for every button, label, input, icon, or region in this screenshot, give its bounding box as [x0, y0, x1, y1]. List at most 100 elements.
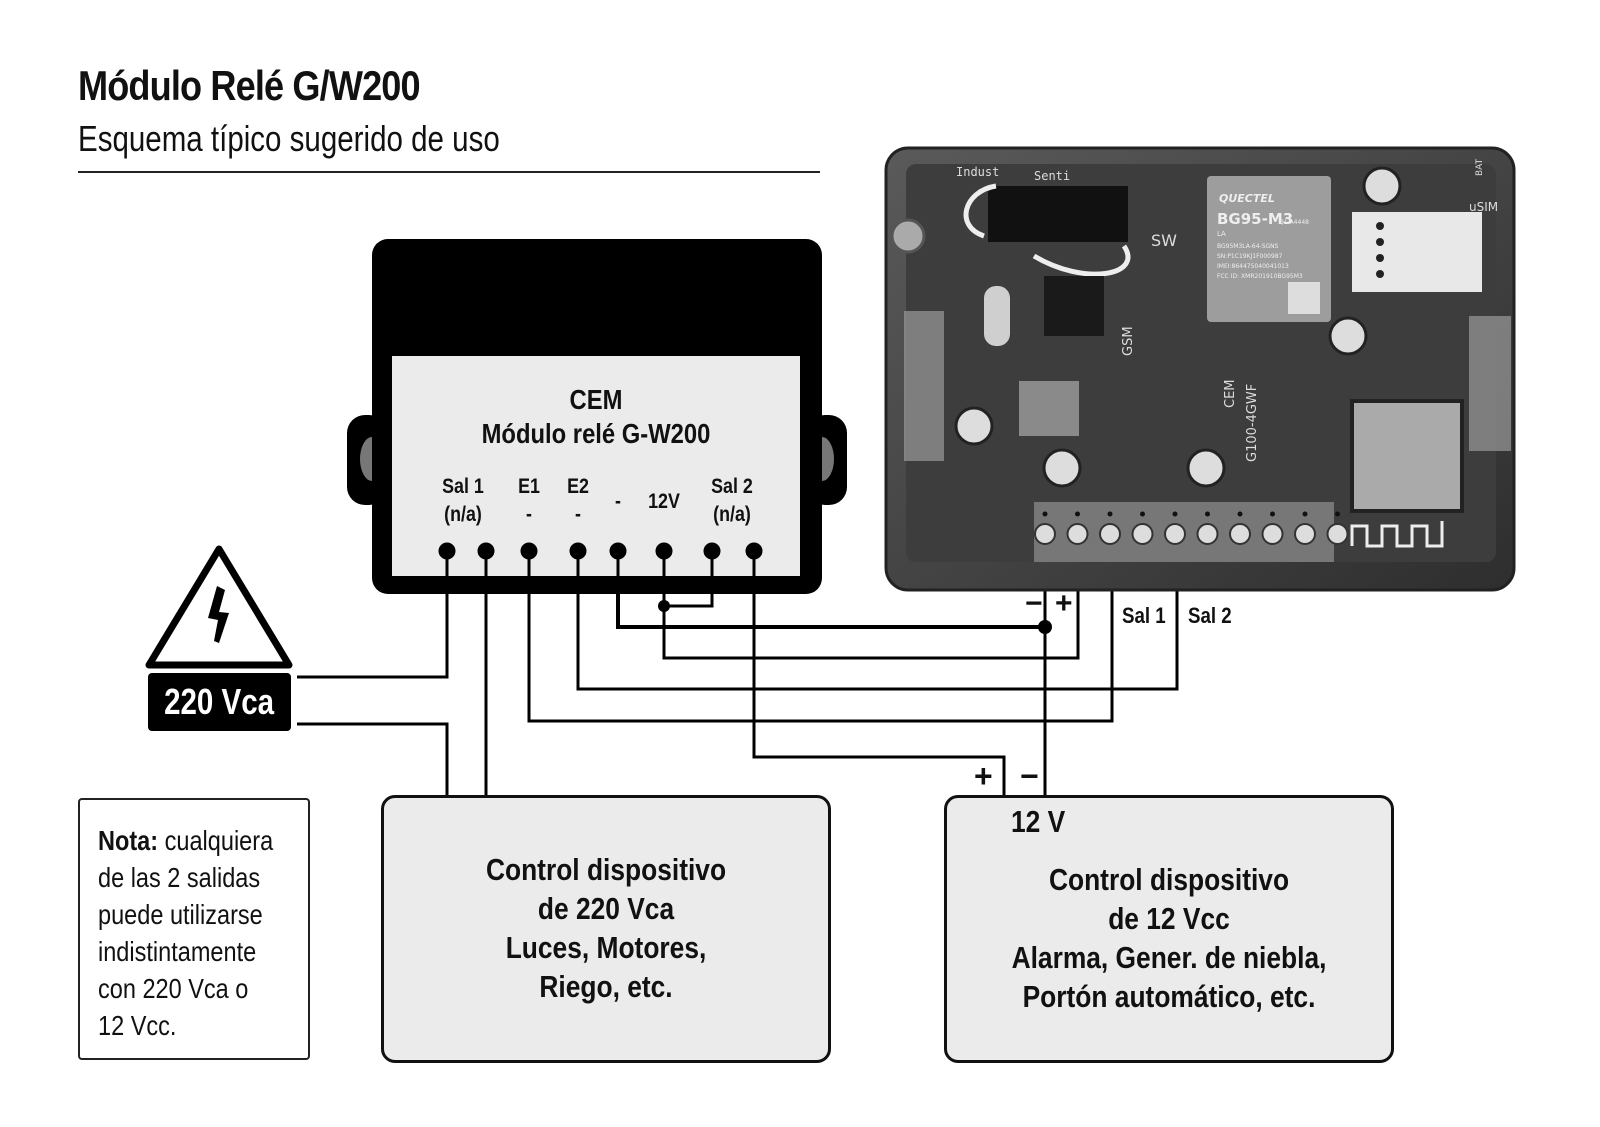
board-sal2-label: Sal 2 — [1188, 603, 1232, 628]
relay-mount-hole-left — [360, 437, 372, 481]
case-clip-right — [1469, 316, 1511, 451]
wire-12v-bridge-sal2 — [664, 594, 714, 608]
terminal-screw — [1066, 523, 1089, 545]
board-minus-sign: − — [1025, 587, 1043, 620]
terminal-marker-dot — [1205, 511, 1210, 517]
modem-code: Q1-A4448 — [1279, 219, 1309, 226]
qr-code-icon — [1288, 282, 1320, 314]
junction-dot-gnd — [1038, 620, 1052, 634]
terminal-screw — [1294, 523, 1316, 545]
wire-sal2-to-device12-plus — [752, 594, 1006, 795]
wire-e2-to-board-sal2 — [576, 548, 1179, 691]
modem-part: BG95M3LA-64-SGNS — [1217, 243, 1279, 250]
terminal-screw — [1034, 523, 1056, 545]
supply-12v-label: 12 V — [1011, 804, 1066, 839]
page-subtitle: Esquema típico sugerido de uso — [78, 118, 500, 159]
note-box: Nota: cualquiera de las 2 salidas puede … — [78, 798, 310, 1060]
pcb-antenna-icon — [1350, 521, 1444, 548]
terminal-screw — [1131, 523, 1154, 545]
wifi-module — [1350, 399, 1464, 513]
terminal-screw — [1164, 523, 1186, 545]
capacitor — [1042, 448, 1082, 488]
terminal-label-e1: E1 - — [518, 475, 540, 526]
silk-indust: Indust — [956, 165, 999, 179]
silk-cem: CEM — [1223, 379, 1238, 408]
terminal-screw — [1196, 523, 1219, 545]
wire-gnd-to-board-minus — [616, 594, 1045, 629]
silk-senti: Senti — [1034, 169, 1070, 183]
wire-220-to-device — [297, 722, 449, 795]
modem-imei: IMEI:864475040041013 — [1217, 263, 1289, 270]
capacitor — [954, 406, 994, 446]
silk-sw: SW — [1151, 231, 1177, 250]
relay-module — [347, 239, 847, 594]
terminal-label-e2: E2 - — [567, 475, 589, 526]
terminal-marker-dot — [1335, 511, 1340, 517]
terminal-marker-dot — [1075, 511, 1080, 517]
modem-fcc: FCC ID: XMR201910BG95M3 — [1217, 273, 1303, 280]
pin-sal1-a — [438, 542, 456, 576]
terminal-marker-dot — [1172, 511, 1178, 517]
terminal-label-sal2: Sal 2 (n/a) — [711, 475, 753, 526]
terminal-screw — [1261, 523, 1284, 545]
voltage-220-badge: 220 Vca — [148, 673, 291, 731]
capacitor — [1186, 448, 1226, 488]
capacitor — [1362, 166, 1402, 206]
terminal-screw — [1326, 523, 1349, 545]
crystal — [984, 286, 1010, 346]
relay-pins — [438, 542, 763, 576]
modem-sn: SN:P1C19KJ1F000987 — [1217, 253, 1283, 260]
relay-model: Módulo relé G-W200 — [481, 418, 711, 449]
terminal-marker-dot — [1302, 511, 1308, 517]
relay-label-panel — [392, 356, 800, 576]
wire-12v-to-board-plus — [662, 548, 1080, 660]
note-label: Nota: — [98, 825, 159, 856]
board-sal1-label: Sal 1 — [1122, 603, 1166, 628]
capacitor — [1328, 316, 1368, 356]
modem-maker: QUECTEL — [1219, 192, 1275, 205]
page-title: Módulo Relé G/W200 — [78, 62, 421, 109]
terminal-label-gnd: - — [615, 490, 621, 513]
terminal-marker-dot — [1042, 511, 1048, 517]
board-plus-sign: + — [1055, 587, 1073, 620]
junction-dot-12v — [658, 600, 670, 612]
device12-minus-sign: − — [1020, 758, 1039, 794]
wires — [297, 548, 1179, 795]
pin-sal2-a — [703, 542, 721, 576]
modem-model: BG95-M3 — [1217, 210, 1293, 228]
terminal-screw — [1229, 523, 1251, 545]
relay-brand: CEM — [569, 384, 623, 415]
terminal-marker-dot — [1107, 511, 1113, 517]
wire-220-phase — [297, 594, 449, 679]
pin-header — [988, 186, 1128, 242]
modem-variant: LA — [1217, 230, 1226, 238]
relay-mount-hole-right — [822, 437, 834, 481]
pin-e1 — [520, 542, 538, 576]
case-clip-left — [904, 311, 944, 461]
silk-gsm: GSM — [1121, 326, 1136, 356]
silk-usim: uSIM — [1469, 200, 1498, 214]
jumper-wire — [963, 183, 1131, 277]
title-divider — [78, 171, 820, 173]
pin-e2 — [569, 542, 587, 576]
silk-model: G100-4GWF — [1245, 384, 1260, 462]
high-voltage-icon — [145, 545, 293, 669]
mcu-chip — [1044, 276, 1104, 336]
pin-sal2-b — [745, 542, 763, 576]
terminal-screw — [1099, 523, 1121, 545]
silk-bat: BAT — [1475, 158, 1485, 176]
seven-segment-display — [1019, 381, 1079, 436]
terminal-label-12v: 12V — [648, 490, 680, 513]
wire-e1-to-board-sal1 — [527, 548, 1114, 723]
pin-12v — [655, 542, 673, 576]
terminal-marker-dot — [1140, 511, 1145, 517]
terminal-label-sal1: Sal 1 (n/a) — [442, 475, 484, 526]
pin-gnd — [609, 542, 627, 576]
terminal-marker-dot — [1237, 511, 1243, 517]
terminal-screws — [1034, 511, 1349, 545]
pin-sal1-b — [477, 542, 495, 576]
device12-plus-sign: + — [974, 758, 993, 794]
device-220-box: Control dispositivo de 220 Vca Luces, Mo… — [381, 795, 831, 1063]
sim-holder — [1352, 212, 1482, 292]
